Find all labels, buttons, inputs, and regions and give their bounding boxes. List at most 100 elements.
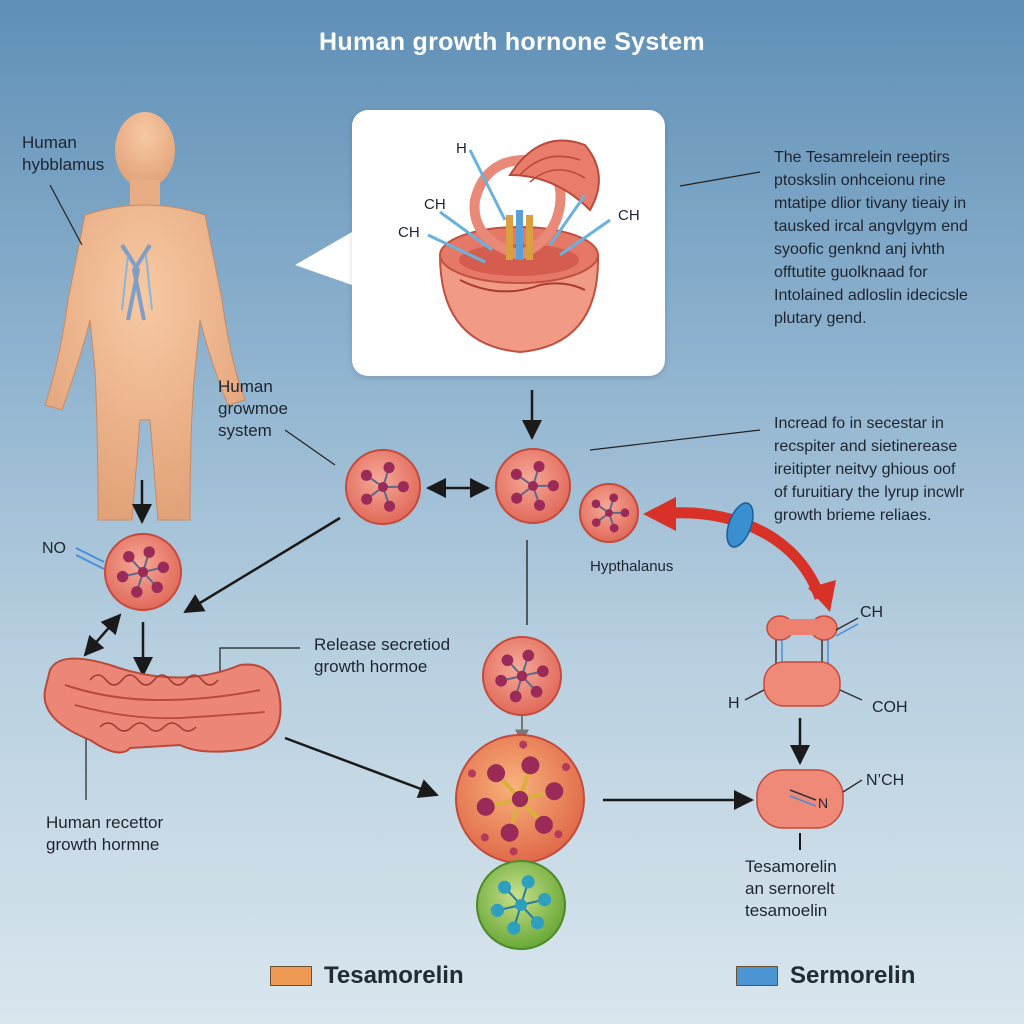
label-hypothalamus-top: Human hybblamus <box>22 133 105 174</box>
atom <box>487 764 506 783</box>
legend-item-tesamorelin: Tesamorelin <box>270 962 464 990</box>
molecule-illustration <box>744 615 863 829</box>
atom-center <box>528 481 538 491</box>
atom <box>157 561 170 574</box>
atom <box>534 499 546 511</box>
legend-label-sermorelin: Sermorelin <box>790 962 916 989</box>
molecule-label-h: H <box>728 695 740 712</box>
callout-text-line: tausked ircal angvlgym end <box>774 218 968 235</box>
callout-label-h: H <box>456 140 467 157</box>
cell-center <box>495 448 571 524</box>
increase-text-line: ireitipter neitvy ghious oof <box>774 461 956 478</box>
atom <box>534 815 553 834</box>
label-release: Release secretiod growth hormoe <box>314 635 451 676</box>
atom <box>151 581 163 594</box>
atom <box>495 674 507 687</box>
cell-right <box>579 483 639 543</box>
atom <box>511 492 523 504</box>
vesicle <box>480 833 489 842</box>
vesicle <box>468 769 476 778</box>
molecule-label-nch: N’CH <box>866 772 905 789</box>
atom <box>116 570 129 583</box>
increase-text-line: growth brieme reliaes. <box>774 507 932 524</box>
callout-label-ch-left: CH <box>398 224 420 241</box>
legend-item-sermorelin: Sermorelin <box>736 962 915 990</box>
atom-center <box>605 509 613 517</box>
callout-text-line: The Tesamrelein reeptirs <box>774 149 950 166</box>
intestine-illustration <box>43 657 282 754</box>
callout-tail <box>295 232 352 285</box>
atom <box>533 461 545 473</box>
callout-text-line: syoofic genknd anj ivhth <box>774 241 945 258</box>
atom-center <box>137 566 149 578</box>
atom <box>497 880 512 894</box>
increase-text-line: recspiter and sietinerease <box>774 438 958 455</box>
atom <box>521 875 535 889</box>
molecule-label-ch: CH <box>860 604 884 621</box>
increase-text-line: Incread fo in secestar in <box>774 415 944 432</box>
callout-text-line: Intolained adloslin idecicsle <box>774 287 968 304</box>
atom <box>131 586 143 598</box>
atom <box>500 823 519 842</box>
atom <box>530 685 543 698</box>
atom-center <box>378 482 388 492</box>
atom <box>510 468 522 480</box>
atom <box>591 499 601 509</box>
cell-no <box>104 533 182 611</box>
cell-large <box>455 734 585 864</box>
atom <box>501 654 514 667</box>
atom-center <box>515 899 527 911</box>
label-receptor: Human recettor growth hormne <box>46 813 164 854</box>
callout-text-line: ptoskslin onhceionu rine <box>774 172 946 189</box>
molecule-label-coh: COH <box>872 699 908 716</box>
cell-middle <box>482 636 562 716</box>
atom <box>384 500 396 512</box>
human-figure <box>44 112 246 521</box>
atom <box>476 797 495 816</box>
legend-label-tesamorelin: Tesamorelin <box>324 962 464 989</box>
atom <box>397 481 409 493</box>
callout-description: The Tesamrelein reeptirs ptoskslin onhcei… <box>774 146 968 330</box>
diagram-title: Human growth hornone System <box>319 28 705 56</box>
increase-description: Incread fo in secestar in recspiter and s… <box>774 412 964 527</box>
red-feedback-arrow <box>643 497 836 612</box>
callout-text-line: offtutite guolknaad for <box>774 264 928 281</box>
atom <box>383 462 395 474</box>
label-no: NO <box>42 540 66 557</box>
atom <box>509 690 522 703</box>
molecule-label-n: N <box>818 795 829 811</box>
atom-center <box>511 790 529 808</box>
cell-green <box>476 860 566 950</box>
atom <box>537 665 549 678</box>
cell-left <box>345 449 421 525</box>
vesicle <box>509 847 518 856</box>
vesicle <box>562 763 571 771</box>
atom <box>360 469 372 481</box>
atom <box>507 921 521 935</box>
atom <box>521 756 540 775</box>
atom <box>123 550 135 563</box>
legend-swatch-tesamorelin <box>270 966 312 986</box>
cells-group <box>104 448 639 950</box>
atom <box>490 903 505 917</box>
legend-swatch-sermorelin <box>736 966 778 986</box>
pituitary-gland <box>427 139 611 354</box>
label-hypothalamus: Hypthalanus <box>590 558 674 575</box>
atom <box>620 508 630 518</box>
callout-text-line: plutary gend. <box>774 310 867 327</box>
atom <box>545 782 564 801</box>
atom <box>530 916 545 930</box>
atom-center <box>516 670 528 682</box>
label-system: Human growmoe system <box>218 377 288 440</box>
atom <box>361 493 373 505</box>
atom <box>537 893 552 907</box>
callout-label-ch-right: CH <box>618 207 640 224</box>
callout-text-line: mtatipe dlior tivany tieaiy in <box>774 195 967 212</box>
atom <box>522 649 535 662</box>
vesicle <box>554 830 563 839</box>
label-tesamorelin-block: Tesamorelin an sernorelt tesamoelin <box>745 857 837 920</box>
increase-text-line: of furuitiary the lyrup incwlr <box>774 484 965 501</box>
vesicle <box>519 740 528 749</box>
